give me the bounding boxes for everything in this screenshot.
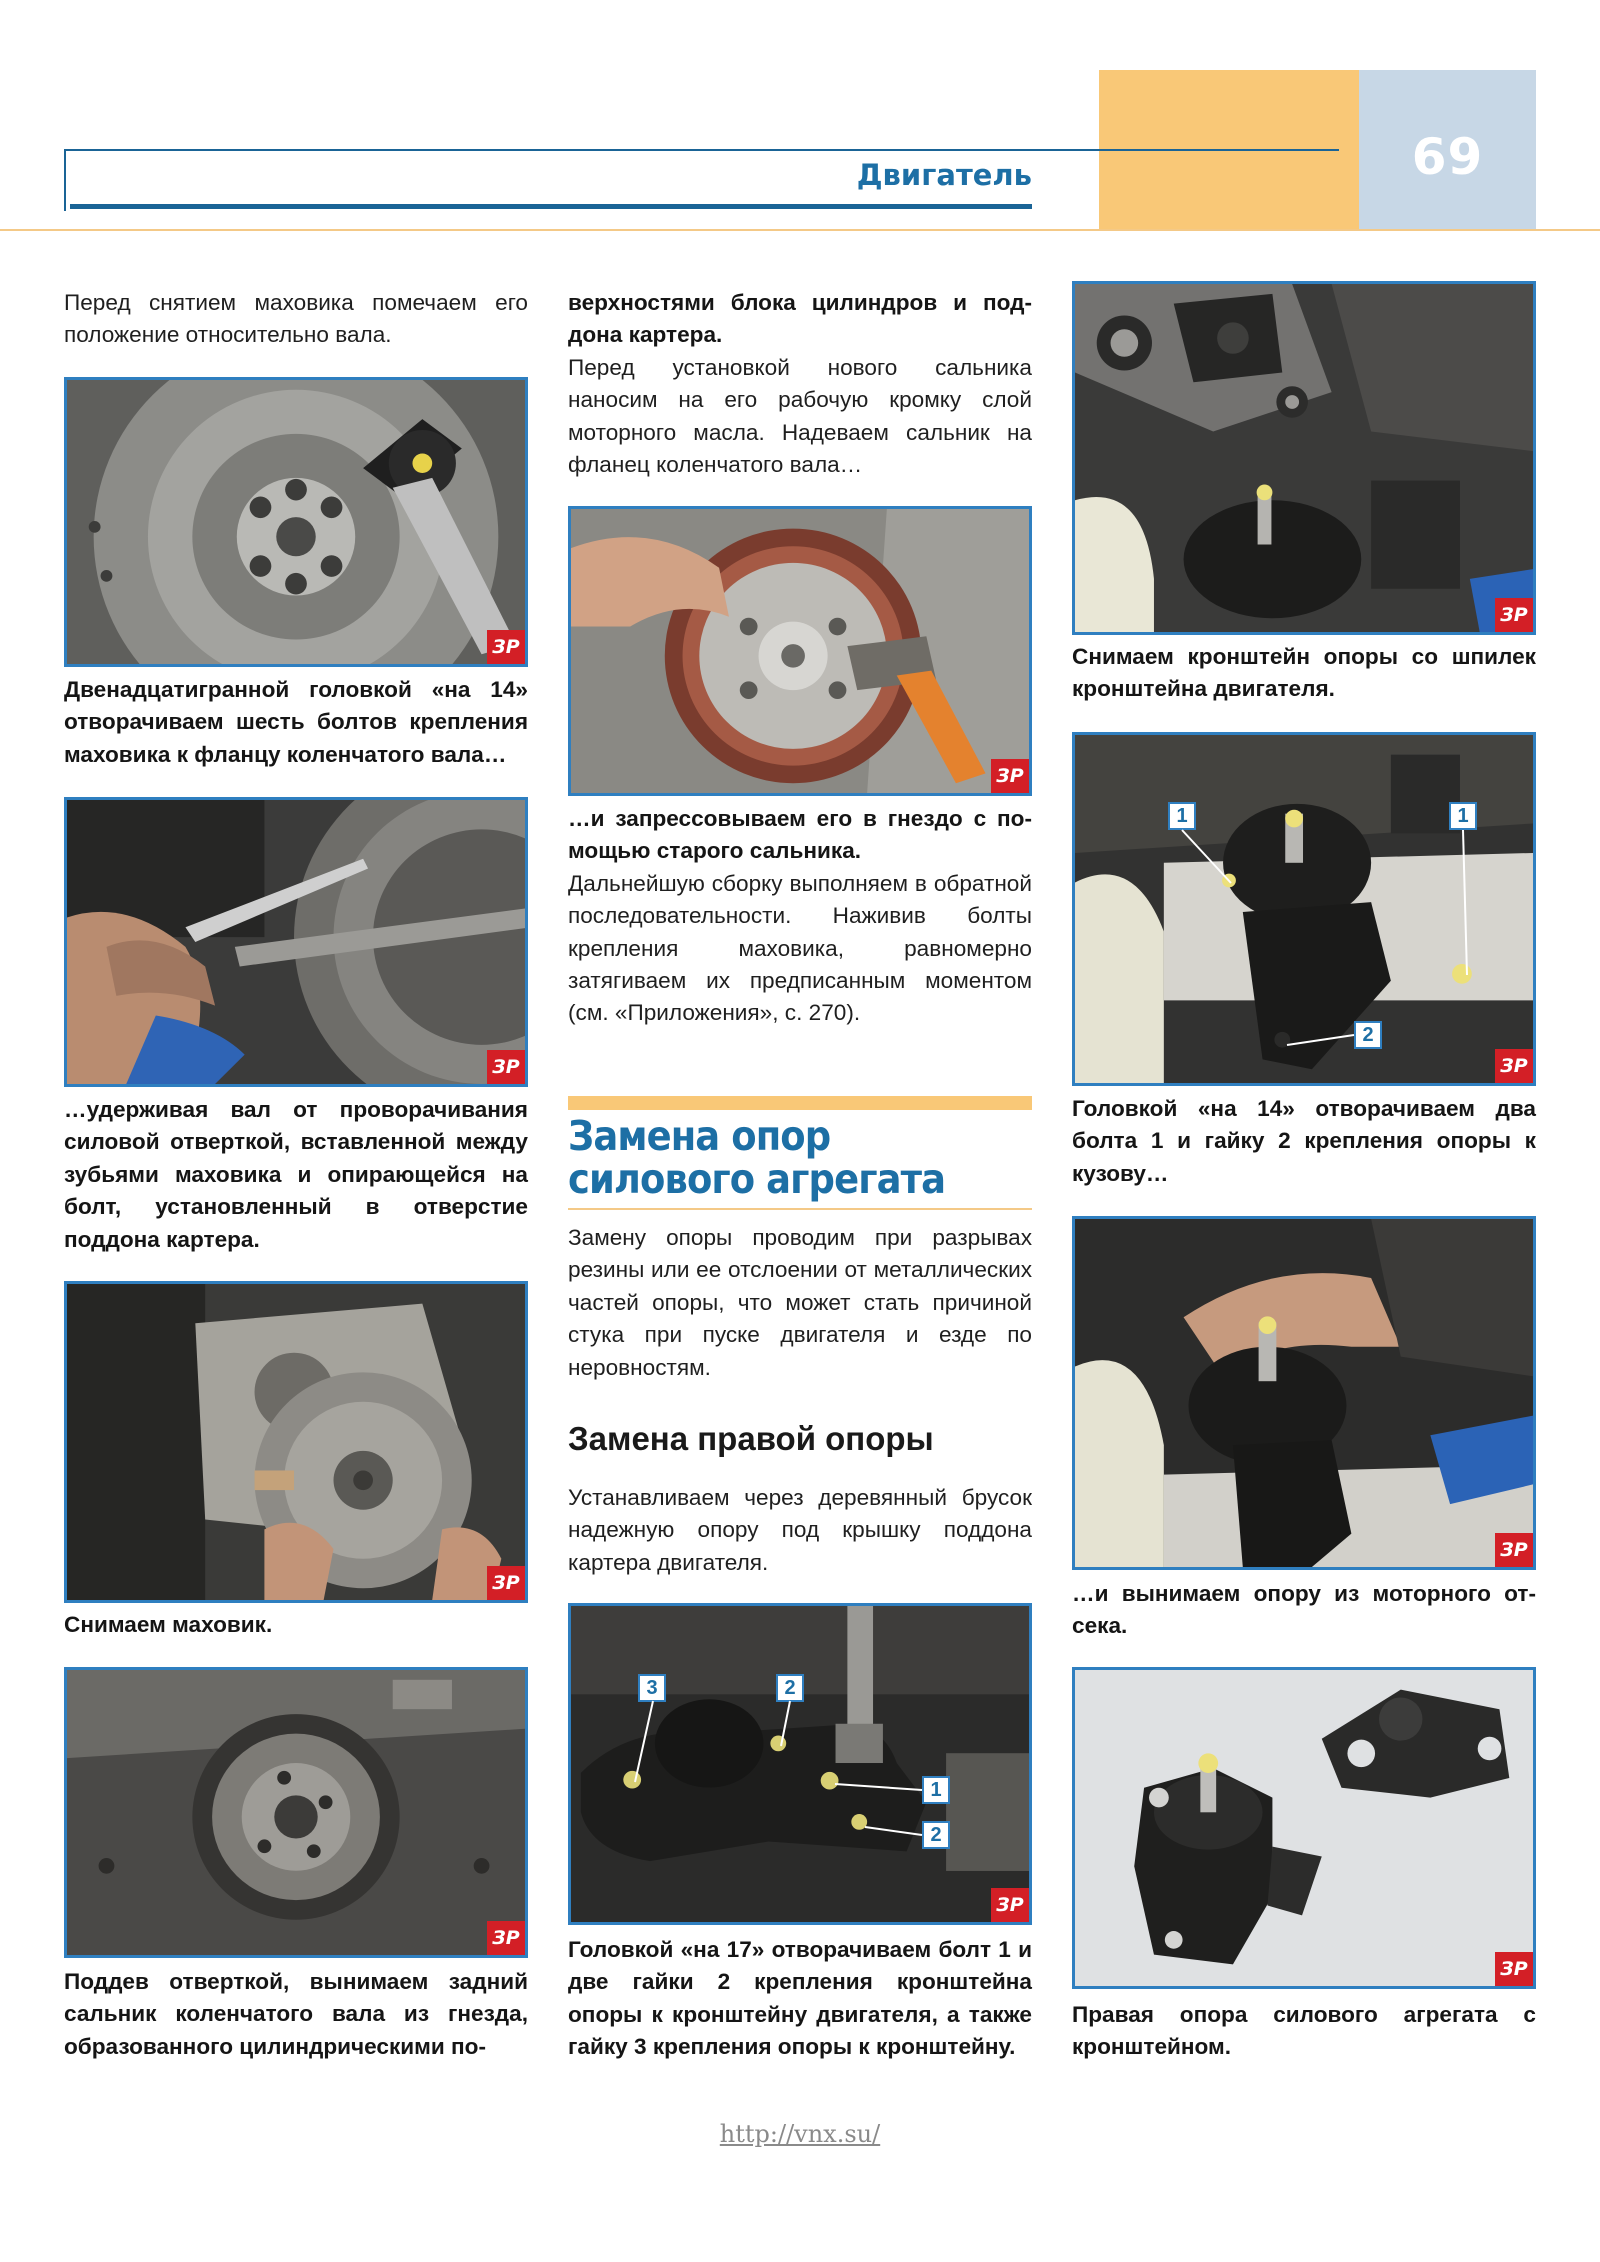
za-rulem-logo: ЗР	[1495, 1952, 1533, 1986]
caption-mount-to-body: Головкой «на 14» отворачиваем два болта …	[1072, 1096, 1536, 1186]
section-heading-rule	[568, 1208, 1032, 1210]
paragraph-press-seal: …и запрессовываем его в гнездо с по­мощь…	[568, 803, 1032, 1030]
continued-bold-text: верхностями блока цилиндров и под­дона к…	[568, 290, 1032, 348]
page-number: 69	[1411, 128, 1484, 186]
caption-removing-flywheel: Снимаем маховик.	[64, 1612, 273, 1637]
section-heading-line2: силового агрегата	[568, 1155, 946, 1203]
za-rulem-logo: ЗР	[991, 1888, 1029, 1922]
caption-mount-with-bracket: Правая опора силового агрегата с кронште…	[1072, 2002, 1536, 2060]
photo-new-oil-seal: ЗР	[568, 506, 1032, 796]
paragraph-seal-install-text: Перед установкой нового сальника наносим…	[568, 354, 1032, 478]
caption-mount-bolts: Головкой «на 17» отворачиваем болт 1 и д…	[568, 1937, 1032, 2060]
photo-rear-oil-seal: ЗР	[64, 1667, 528, 1958]
caption-holding-shaft: …удерживая вал от проворачивания силовой…	[64, 1097, 528, 1252]
header-page-block	[1359, 70, 1536, 230]
photo-mount-to-body: 1 1 2 ЗР	[1072, 732, 1536, 1086]
intro-paragraph: Перед снятием маховика помечаем его поло…	[64, 290, 528, 348]
header-frame-left	[64, 149, 66, 211]
header-bottom-rule	[0, 229, 1600, 231]
caption-mount-removal: …и вынимаем опору из моторного от­сека.	[1072, 1581, 1536, 1639]
header-frame-top	[64, 149, 1339, 151]
callout-2: 2	[1354, 1021, 1382, 1049]
photo-bracket-removal: ЗР	[1072, 281, 1536, 635]
caption-rear-oil-seal: Поддев отверткой, вынимаем задний сальни…	[64, 1969, 528, 2059]
callout-2b: 2	[922, 1821, 950, 1849]
caption-flywheel-bolts: Двенадцатигранной головкой «на 14» отвор…	[64, 677, 528, 767]
photo-mount-with-bracket: ЗР	[1072, 1667, 1536, 1989]
za-rulem-logo: ЗР	[487, 1566, 525, 1600]
footer-url[interactable]: http://vnx.su/	[719, 2120, 881, 2148]
paragraph-seal-install: верхностями блока цилиндров и под­дона к…	[568, 287, 1032, 481]
section-title: Двигатель	[856, 158, 1032, 192]
za-rulem-logo: ЗР	[487, 1050, 525, 1084]
caption-bracket-removal: Снимаем кронштейн опоры со шпилек кроншт…	[1072, 644, 1536, 702]
section-intro-paragraph: Замену опоры проводим при разрывах резин…	[568, 1225, 1032, 1380]
callout-1: 1	[922, 1776, 950, 1804]
callout-1b: 1	[1449, 802, 1477, 830]
photo-holding-shaft: ЗР	[64, 797, 528, 1087]
paragraph-assembly: Дальнейшую сборку выполняем в об­ратной …	[568, 870, 1032, 1026]
photo-mount-bolts: 3 2 1 2 ЗР	[568, 1603, 1032, 1925]
callout-leader-lines	[634, 1700, 923, 1836]
section-heading-line1: Замена опор	[568, 1112, 831, 1160]
photo-flywheel-bolts: ЗР	[64, 377, 528, 667]
za-rulem-logo: ЗР	[487, 1921, 525, 1955]
photo-mount-removal: ЗР	[1072, 1216, 1536, 1570]
subsection-heading: Замена правой опоры	[568, 1420, 934, 1457]
za-rulem-logo: ЗР	[1495, 598, 1533, 632]
za-rulem-logo: ЗР	[1495, 1533, 1533, 1567]
photo-removing-flywheel: ЗР	[64, 1281, 528, 1603]
za-rulem-logo: ЗР	[487, 630, 525, 664]
paragraph-support-block: Устанавливаем через деревянный бру­сок н…	[568, 1485, 1032, 1575]
callout-leader-lines	[1181, 829, 1468, 1046]
za-rulem-logo: ЗР	[991, 759, 1029, 793]
header-frame-bottom	[70, 204, 1032, 209]
callout-1: 1	[1168, 802, 1196, 830]
section-accent-bar	[568, 1096, 1032, 1110]
caption-press-seal: …и запрессовываем его в гнездо с по­мощь…	[568, 806, 1032, 864]
za-rulem-logo: ЗР	[1495, 1049, 1533, 1083]
